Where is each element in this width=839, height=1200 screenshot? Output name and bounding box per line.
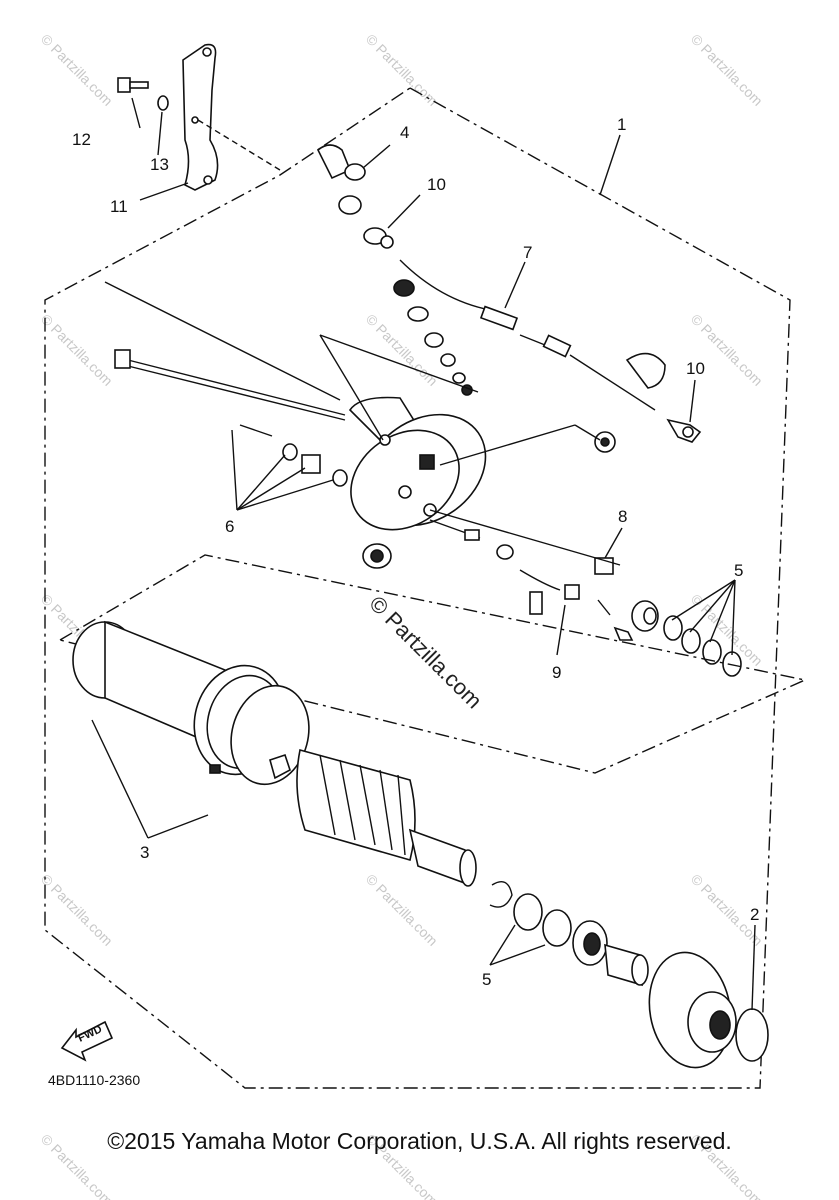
through-bolts: [114, 349, 348, 487]
watermark-tile: © Partzilla.com: [688, 31, 766, 109]
callout-3: 3: [140, 843, 149, 862]
callout-9: 9: [552, 663, 561, 682]
watermark-tile: © Partzilla.com: [363, 311, 441, 389]
watermark-tile: © Partzilla.com: [363, 31, 441, 109]
drive-end-parts: [513, 893, 769, 1069]
terminal-cable: [317, 144, 702, 443]
armature: [269, 749, 513, 908]
callout-8: 8: [618, 507, 627, 526]
bracket: [182, 43, 281, 191]
leader-lines: [91, 97, 756, 1011]
callout-5-upper: 5: [734, 561, 743, 580]
watermark-tile: © Partzilla.com: [38, 311, 116, 389]
callout-numbers: 1 2 3 4 5 5 6 7 8 9 10 10 11 12 13: [72, 115, 759, 989]
callout-2: 2: [750, 905, 759, 924]
yoke: [72, 620, 310, 786]
callout-4: 4: [400, 123, 409, 142]
callout-11: 11: [110, 197, 128, 216]
callout-7: 7: [523, 243, 532, 262]
callout-12: 12: [72, 130, 91, 149]
callout-10-lower: 10: [686, 359, 705, 378]
brush-assembly: [362, 431, 634, 641]
fwd-arrow-icon: FWD: [60, 1020, 114, 1062]
callout-5-lower: 5: [482, 970, 491, 989]
callout-10-upper: 10: [427, 175, 446, 194]
callout-1: 1: [617, 115, 626, 134]
diagram-code: 4BD1110-2360: [48, 1072, 140, 1088]
watermark-tile: © Partzilla.com: [38, 31, 116, 109]
callout-6: 6: [225, 517, 234, 536]
yoke-boundary: [59, 554, 808, 774]
washer-13: [157, 95, 169, 111]
watermark-tile: © Partzilla.com: [363, 871, 441, 949]
copyright-notice: ©2015 Yamaha Motor Corporation, U.S.A. A…: [107, 1128, 732, 1154]
bolt-12: [117, 77, 149, 93]
watermark-tile: © Partzilla.com: [38, 871, 116, 949]
end-cover: [348, 396, 487, 531]
callout-13: 13: [150, 155, 169, 174]
assembly-boundary: [44, 87, 791, 1089]
bushing-washers-upper: [631, 600, 742, 677]
